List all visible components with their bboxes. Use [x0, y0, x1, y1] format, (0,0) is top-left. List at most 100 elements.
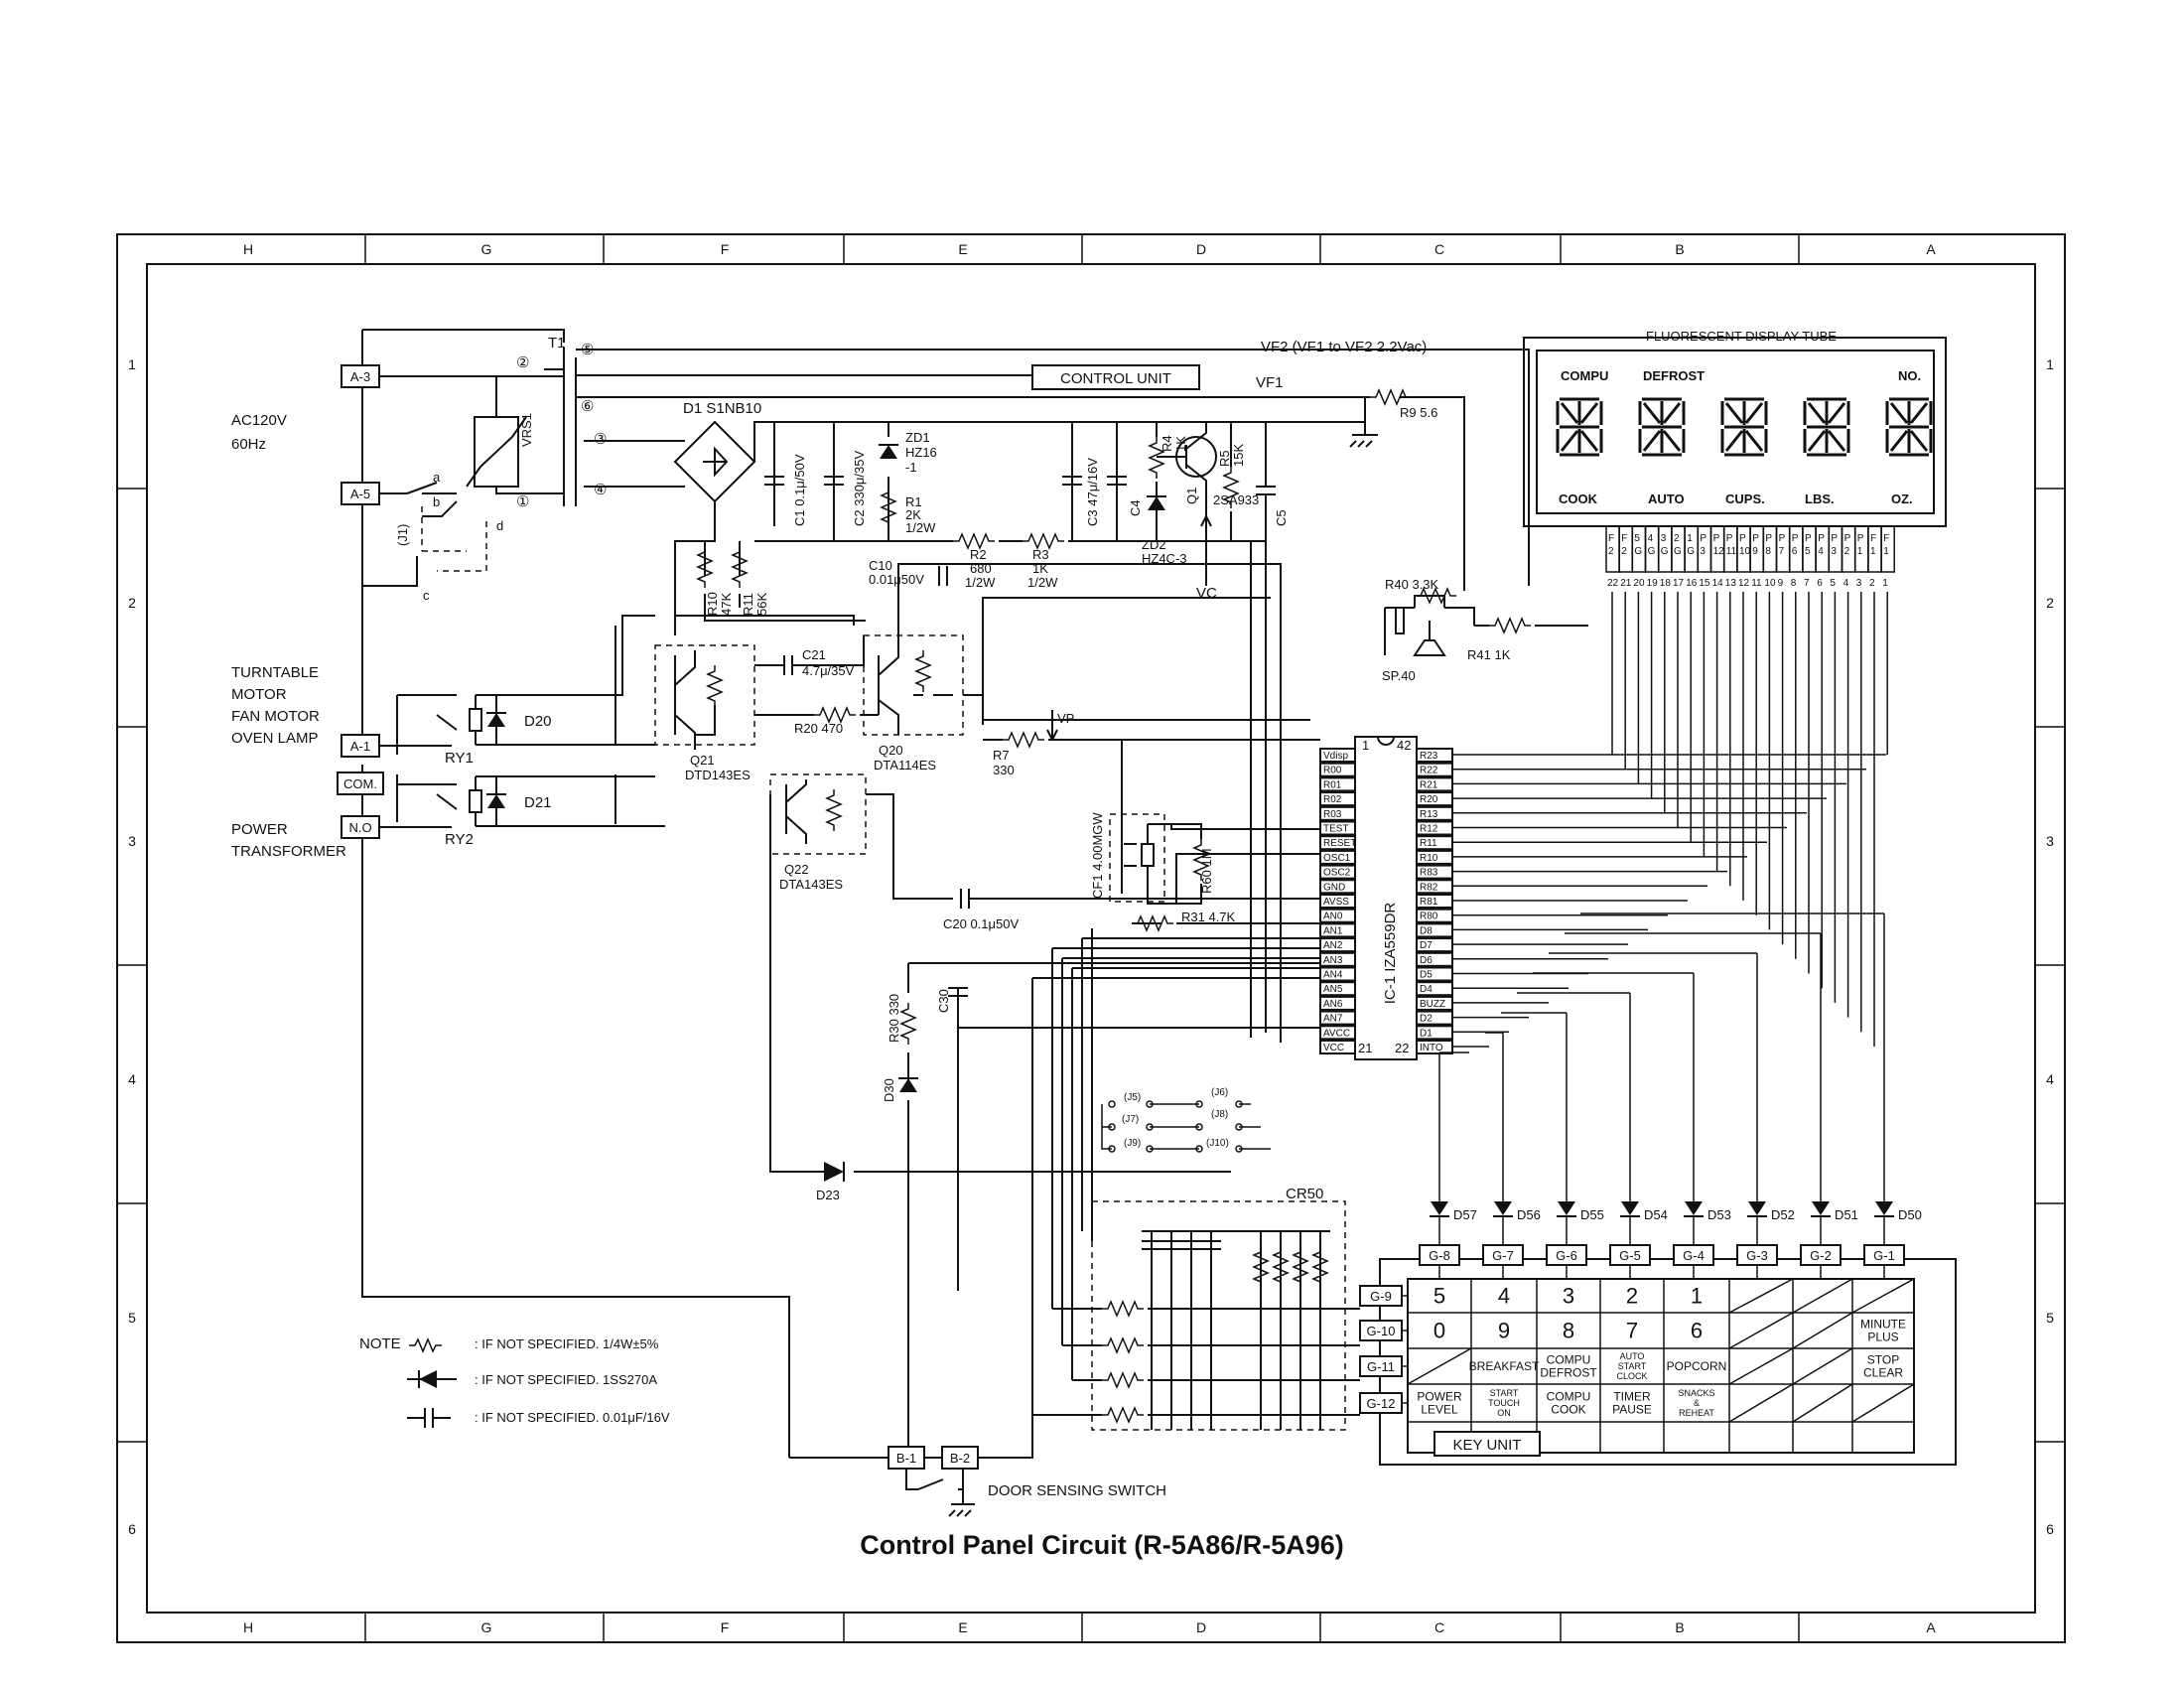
g-row-connector-label-0: G-9 [1370, 1289, 1392, 1304]
capacitor-c10 [938, 565, 948, 587]
cr50-label: CR50 [1286, 1186, 1323, 1202]
diode-d50 [1875, 1201, 1893, 1215]
key-blank-cell [1792, 1383, 1853, 1423]
capacitor-c20-label: C20 0.1μ50V [943, 916, 1019, 931]
oscillator-cf1 [1141, 843, 1155, 867]
note-capacitor-symbol [407, 1408, 451, 1428]
display-pin-number-11: 11 [1751, 578, 1762, 589]
zone-col-bot-5: D [1196, 1619, 1206, 1635]
diode-d30 [897, 1077, 919, 1093]
g-col-connector-label-5: G-3 [1746, 1248, 1768, 1263]
key-blank-cell [1728, 1383, 1794, 1423]
diode-d21 [485, 793, 507, 809]
display-pin-name-11: P [1752, 533, 1759, 544]
door-sense-section: R30 330 D30 C30 D23 B-1 B-2 DOOR SENSING… [770, 962, 1320, 1517]
key-2-2-text: DEFROST [1540, 1366, 1597, 1380]
ac-input-section: A-3 A-5 A-1 COM. N.O AC120V 60Hz TURNTAB… [231, 329, 790, 1458]
ic1-left-pin-box [1319, 849, 1356, 865]
display-pin-number-15: 7 [1804, 578, 1810, 589]
resistor-r7-label: R7 [993, 748, 1010, 763]
buzzer-crystal [1395, 607, 1405, 634]
capacitor-c20 [960, 888, 970, 910]
display-pin-name2-15: 5 [1805, 546, 1811, 557]
display-title: FLUORESCENT DISPLAY TUBE [1646, 329, 1837, 344]
display-pin-name-7: P [1700, 533, 1706, 544]
display-tube [1536, 350, 1935, 514]
ic1-right-pin-9: R82 [1420, 882, 1438, 893]
ic1-right-pin-0: R23 [1420, 751, 1438, 762]
key-1-2-text: 8 [1563, 1319, 1574, 1343]
ic1-left-pin-box [1319, 922, 1356, 938]
transformer-pin-2: ② [516, 354, 529, 371]
ic1-label: IC-1 IZA559DR [1382, 903, 1399, 1005]
ic1-left-pin-box [1319, 908, 1356, 923]
display-section: FLUORESCENT DISPLAY TUBE COMPU DEFROST N… [1523, 329, 1947, 1047]
display-pin-name2-9: 11 [1726, 546, 1737, 557]
door-switch-label: DOOR SENSING SWITCH [988, 1482, 1166, 1499]
key-blank-cell [1792, 1278, 1853, 1314]
ic1-left-pin-13: AN2 [1323, 940, 1343, 951]
g-row-connector-label-1: G-10 [1367, 1324, 1396, 1338]
display-pin-number-10: 12 [1738, 578, 1750, 589]
ic1-left-pin-0: Vdisp [1323, 751, 1348, 762]
relay-ry2-label: RY2 [445, 831, 474, 848]
resistor-r31-label: R31 4.7K [1181, 910, 1236, 924]
ac-supply-label: AC120V [231, 412, 287, 429]
g-col-connector-label-3: G-5 [1619, 1248, 1641, 1263]
display-pin-name2-12: 8 [1765, 546, 1771, 557]
resistor-r1-label: R1 [905, 494, 922, 509]
key-0-3-text: 2 [1626, 1284, 1638, 1309]
resistor-r11-value: 56K [754, 593, 769, 616]
cr50-section: CR50 [1031, 947, 1360, 1431]
ic1-right-pin-2: R21 [1420, 779, 1438, 790]
diode-d20 [485, 712, 507, 728]
ic1-left-pin-box [1319, 1010, 1356, 1026]
display-pin-name2-3: G [1648, 546, 1656, 557]
ic1-left-pin-17: AN6 [1323, 999, 1343, 1010]
key-2-3-text: CLOCK [1616, 1371, 1647, 1381]
diode-d57 [1431, 1201, 1448, 1215]
resistor-r3-watt: 1/2W [1027, 575, 1058, 590]
resistor-r9 [1369, 389, 1413, 405]
relay-ry2-coil [469, 789, 482, 813]
display-pin-name-10: P [1739, 533, 1746, 544]
key-3-4-text: SNACKS [1678, 1388, 1714, 1398]
display-pin-name-18: P [1844, 533, 1851, 544]
g-col-connector-label-4: G-4 [1683, 1248, 1705, 1263]
key-unit-box [1433, 1431, 1541, 1457]
diode-label-3: D54 [1644, 1207, 1668, 1222]
ic1-left-pin-11: AN0 [1323, 912, 1343, 922]
resistor-r30-label: R30 330 [887, 994, 901, 1043]
g-col-connector-label-2: G-6 [1556, 1248, 1577, 1263]
note-label: NOTE [359, 1335, 401, 1352]
display-pin-name-17: P [1831, 533, 1838, 544]
ic1-section: IC-1 IZA559DR 1 42 21 22 VdispR00R01R02R… [1319, 736, 1886, 1060]
connector-b2-label: B-2 [950, 1451, 970, 1466]
ic1-pin-42: 42 [1397, 738, 1411, 753]
key-2-2-text: COMPU [1547, 1353, 1591, 1367]
zone-row-right-4: 4 [2046, 1071, 2054, 1087]
ic1-right-pin-10: R81 [1420, 897, 1438, 908]
zener-zd1-label: ZD1 [905, 430, 930, 445]
display-label-no: NO. [1898, 368, 1921, 383]
ic1-left-pin-box [1319, 1040, 1356, 1054]
display-label-cook: COOK [1559, 491, 1598, 506]
key-2-7-text: STOP [1867, 1353, 1899, 1367]
load-label-2: MOTOR [231, 686, 287, 703]
load-label-1: TURNTABLE [231, 664, 319, 681]
transistor-q21-label: Q21 [690, 753, 715, 768]
ic1-left-pin-9: GND [1323, 882, 1345, 893]
diode-label-6: D51 [1835, 1207, 1858, 1222]
g-col-connector-label-1: G-7 [1492, 1248, 1514, 1263]
capacitor-c10-label: C10 [869, 558, 892, 573]
ic1-left-pin-box [1319, 894, 1356, 909]
key-blank-cell [1728, 1278, 1794, 1314]
resistor-q21-internal [707, 664, 723, 708]
display-pin-name2-10: 10 [1739, 546, 1751, 557]
display-pin-name2-5: G [1674, 546, 1682, 557]
display-digit-3 [1720, 397, 1768, 457]
ic1-left-pin-6: RESET [1323, 838, 1356, 849]
zone-row-left-6: 6 [128, 1521, 136, 1537]
jumper-j9: (J9) [1124, 1138, 1141, 1149]
ic1-left-pin-1: R00 [1323, 766, 1342, 776]
